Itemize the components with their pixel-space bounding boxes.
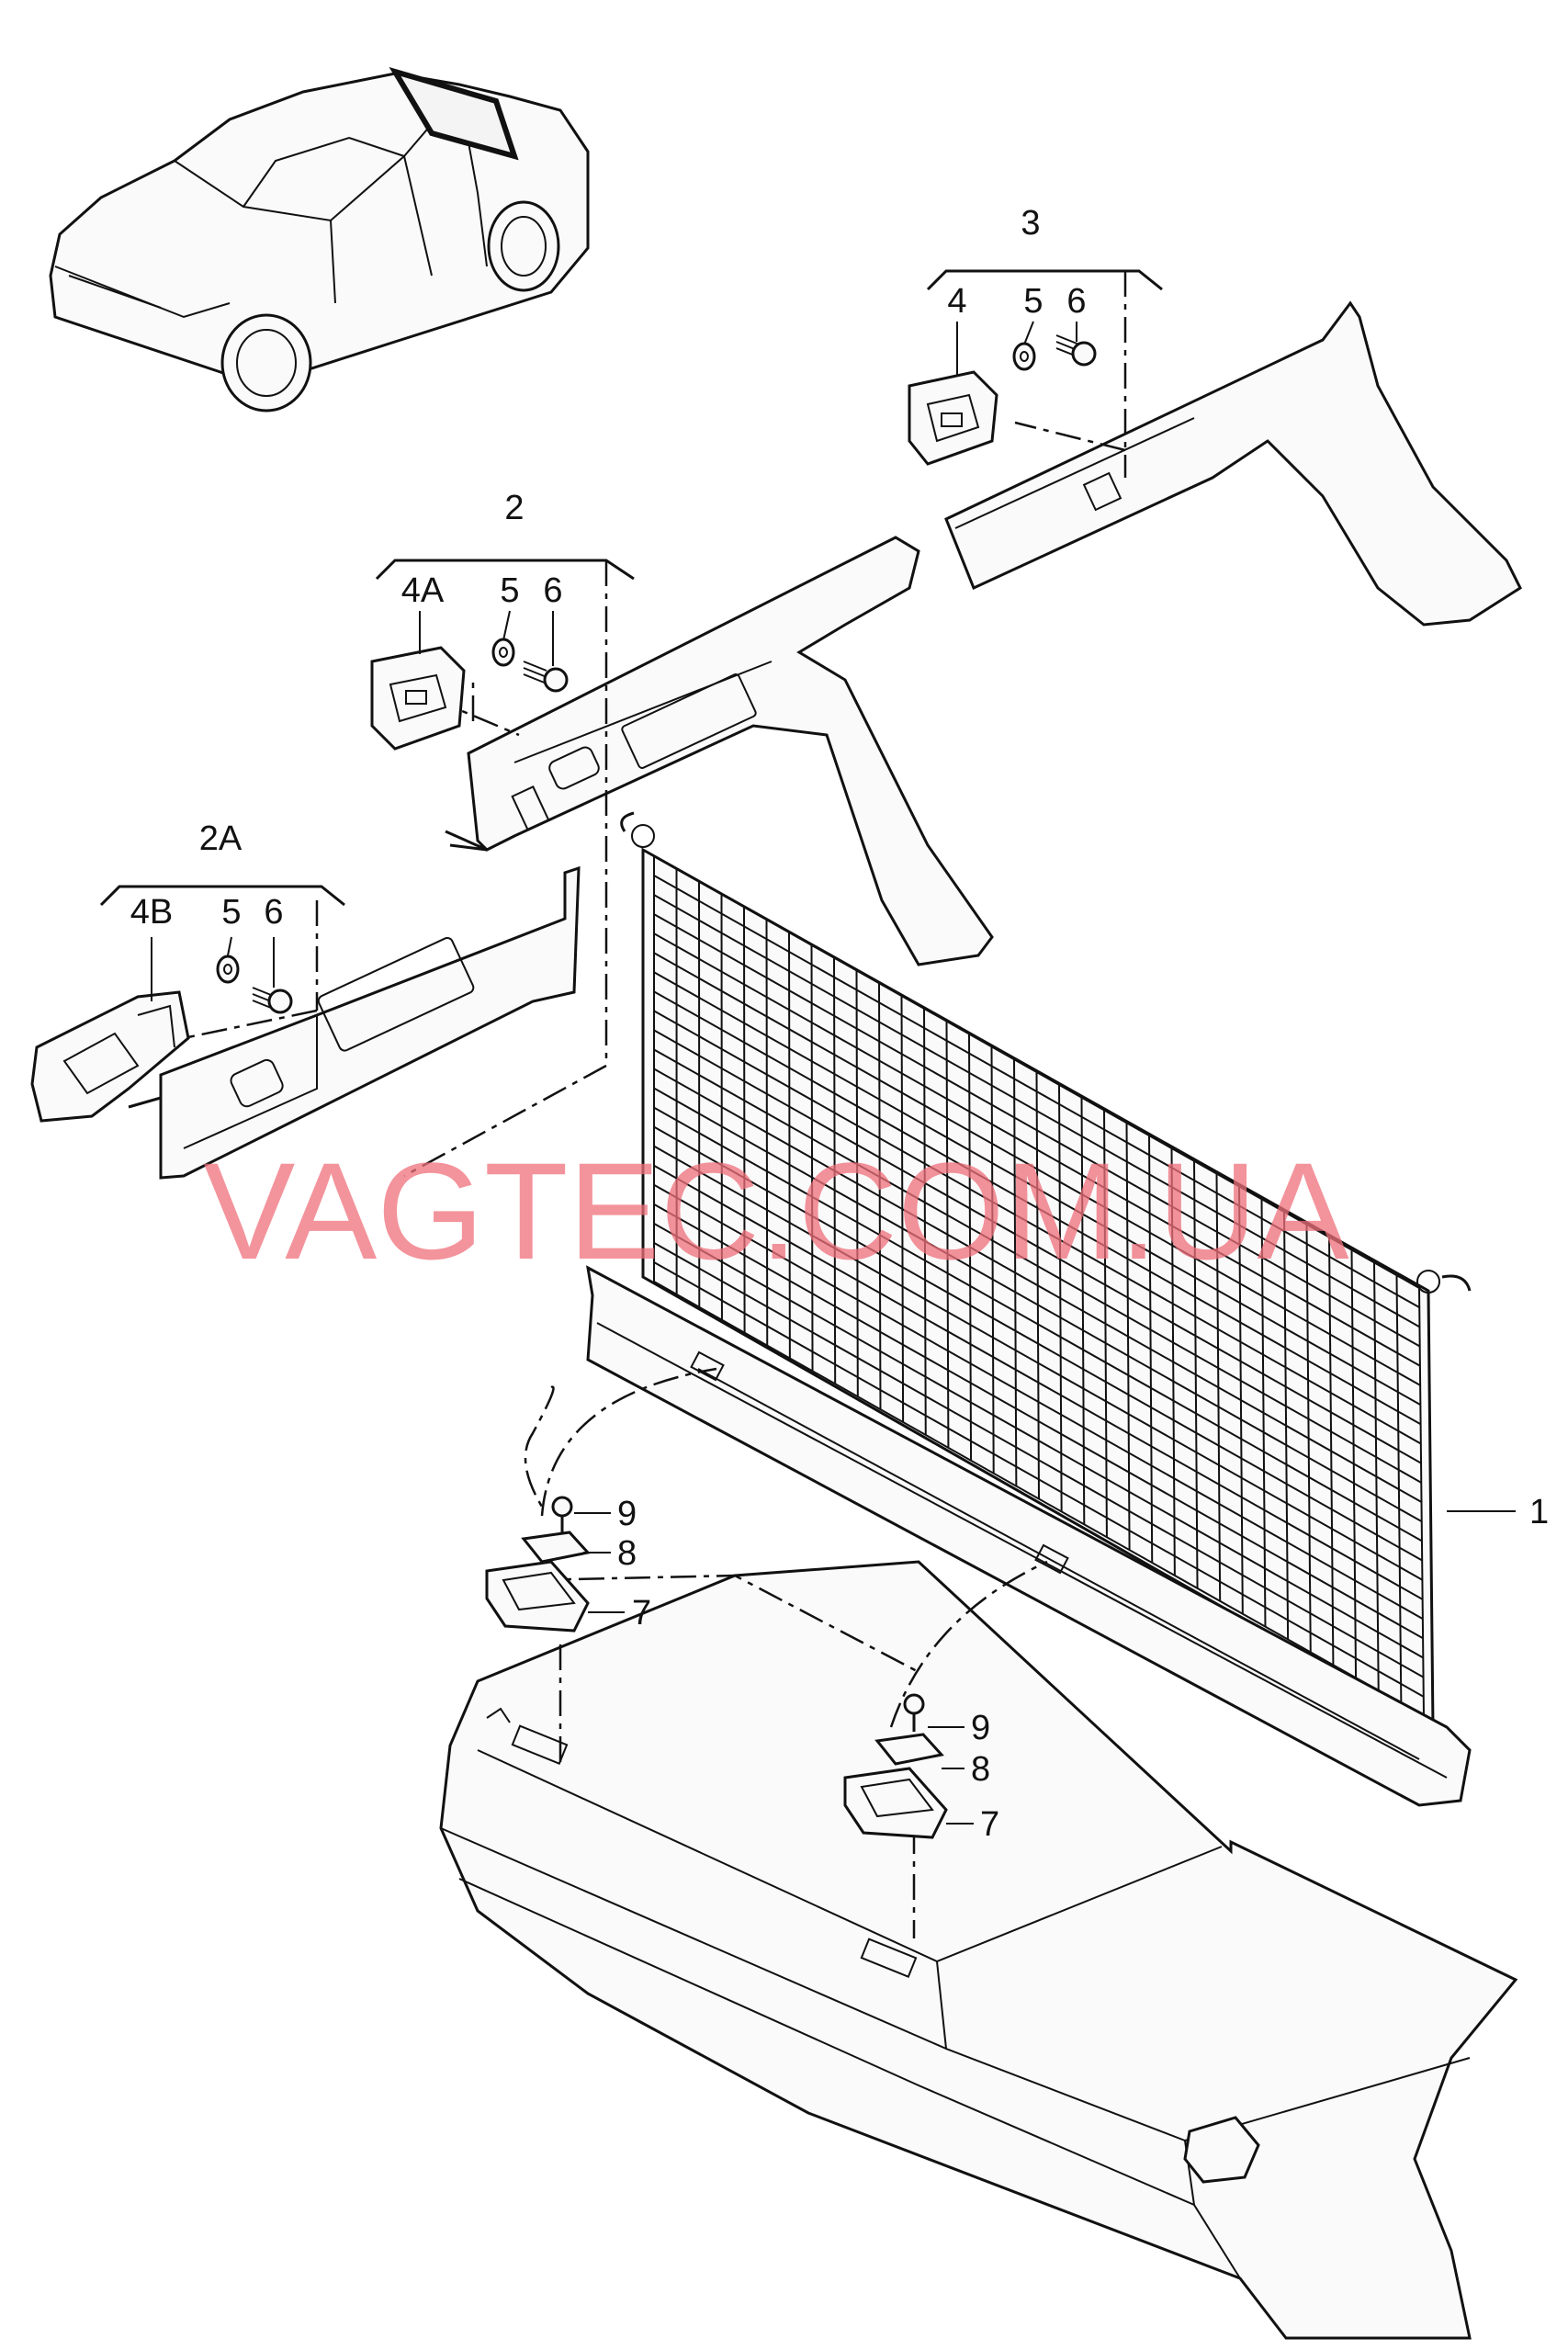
screw-9-left <box>551 1496 573 1534</box>
label-7-right: 7 <box>980 1805 999 1844</box>
net-horizontal-cord <box>653 1029 1422 1464</box>
frame-7-left <box>485 1560 590 1633</box>
label-6-part2: 6 <box>543 571 562 610</box>
net-horizontal-cord <box>653 913 1421 1348</box>
net-horizontal-cord <box>653 1068 1422 1503</box>
net-horizontal-cord <box>653 971 1421 1406</box>
label-8-right: 8 <box>971 1750 990 1789</box>
label-4b: 4B <box>130 893 173 932</box>
label-4a: 4A <box>401 571 445 610</box>
net-horizontal-cord <box>653 1048 1422 1484</box>
screw-9-right <box>903 1693 925 1732</box>
car-thumbnail <box>49 66 590 412</box>
c-pillar-trim-panel <box>944 300 1522 627</box>
net-horizontal-cord <box>653 894 1420 1328</box>
label-5-part2: 5 <box>500 571 519 610</box>
label-4: 4 <box>947 282 966 321</box>
label-1: 1 <box>1529 1493 1549 1531</box>
retaining-clip-4a <box>370 646 466 751</box>
net-horizontal-cord <box>653 932 1421 1367</box>
net-horizontal-cord <box>653 990 1422 1426</box>
watermark: VAGTEC.COM.UA <box>203 1134 1348 1288</box>
net-horizontal-cord <box>653 1145 1423 1581</box>
net-mesh <box>653 855 1425 1717</box>
label-2: 2 <box>504 489 524 527</box>
net-horizontal-cord <box>653 1261 1425 1698</box>
b-pillar-trim-panel <box>445 536 994 966</box>
rear-seat <box>439 1560 1518 2340</box>
label-7-left: 7 <box>632 1594 651 1633</box>
screw-6-part2a <box>252 987 293 1014</box>
label-8-left: 8 <box>617 1534 637 1573</box>
net-horizontal-cord <box>653 1281 1425 1717</box>
net-horizontal-cord <box>653 1164 1424 1600</box>
cargo-net <box>586 811 1472 1807</box>
net-horizontal-cord <box>653 875 1420 1309</box>
net-horizontal-cord <box>653 1087 1423 1523</box>
net-horizontal-cord <box>653 1106 1423 1542</box>
washer-5-part2a <box>216 955 240 984</box>
washer-5-part3 <box>1012 342 1036 371</box>
net-horizontal-cord <box>653 1222 1424 1659</box>
label-9-right: 9 <box>971 1709 990 1747</box>
net-horizontal-cord <box>653 855 1420 1289</box>
washer-5-part2 <box>491 638 515 667</box>
net-horizontal-cord <box>653 1203 1424 1640</box>
callout-brackets <box>99 269 1516 1825</box>
net-horizontal-cord <box>653 1183 1424 1620</box>
part-labels: 3 4 5 6 2 4A 5 6 2A 4B 5 6 1 9 8 7 9 8 7 <box>130 204 1549 1844</box>
net-horizontal-cord <box>653 1125 1423 1562</box>
label-3: 3 <box>1021 204 1040 243</box>
label-5-part2a: 5 <box>221 893 241 932</box>
retaining-clip-4 <box>908 370 998 466</box>
label-9-left: 9 <box>617 1495 637 1533</box>
screw-6-part2 <box>523 661 569 693</box>
screw-6-part3 <box>1055 334 1097 367</box>
net-horizontal-cord <box>653 952 1421 1386</box>
label-6-part2a: 6 <box>264 893 283 932</box>
label-2a: 2A <box>199 819 243 858</box>
net-horizontal-cord <box>653 1010 1422 1445</box>
a-pillar-trim-panel <box>128 865 581 1180</box>
frame-7-right <box>843 1767 948 1839</box>
nut-8-right <box>874 1733 944 1766</box>
assembly-lines <box>183 271 1127 1938</box>
net-horizontal-cord <box>653 1242 1425 1678</box>
label-5-part3: 5 <box>1023 282 1043 321</box>
label-6-part3: 6 <box>1066 282 1086 321</box>
nut-8-left <box>521 1531 591 1564</box>
